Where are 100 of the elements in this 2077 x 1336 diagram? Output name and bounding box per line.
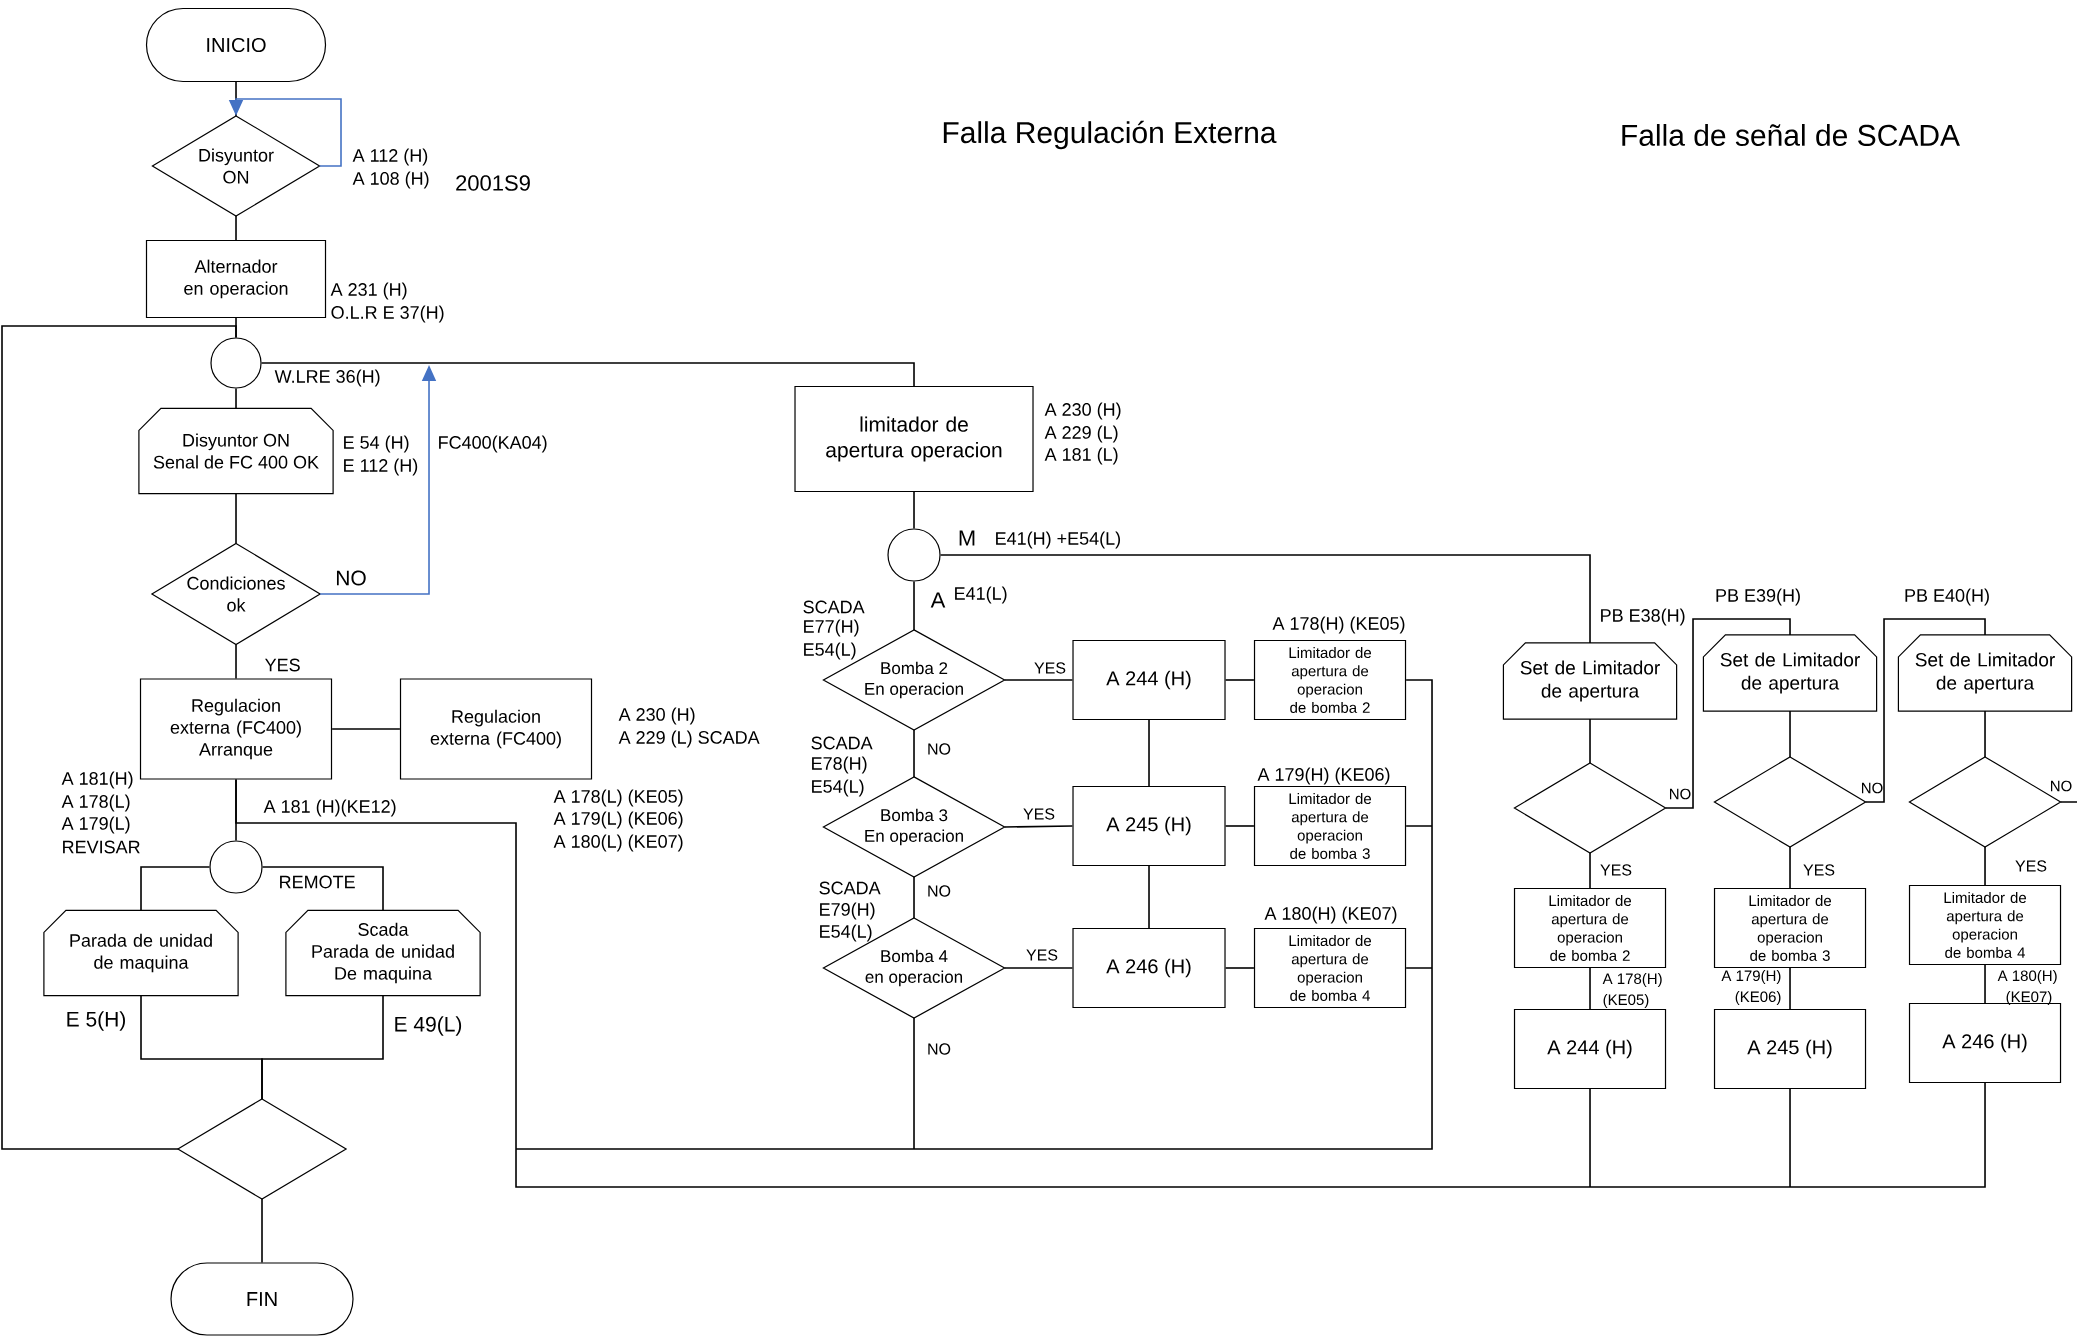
signal-label: E54(L) xyxy=(804,642,856,660)
edge-label: YES xyxy=(1023,808,1055,820)
connector-line xyxy=(235,81,237,117)
signal-label: E41(L) xyxy=(955,586,1007,604)
signal-label: SCADA xyxy=(819,881,881,895)
edge-label: NO xyxy=(337,570,366,586)
connector-line xyxy=(1789,710,1791,758)
connector-line xyxy=(331,728,401,730)
process-box: A 245 (H) xyxy=(1072,785,1226,867)
chamfered-box: Parada de unidad de maquina xyxy=(43,909,239,997)
connector-line xyxy=(261,994,384,1100)
signal-label: PB E38(H) xyxy=(1601,608,1685,626)
connector-line xyxy=(235,492,237,545)
signal-label: A 180(H) xyxy=(1997,970,2057,984)
signal-label: (KE05) xyxy=(1603,994,1649,1008)
signal-label: A 178(H) (KE05) xyxy=(1272,616,1405,634)
signal-label: A 179(H) xyxy=(1721,970,1781,984)
heading: Falla Regulación Externa xyxy=(943,120,1277,150)
edge-label: NO xyxy=(2051,780,2072,792)
signal-label: A 181(H) xyxy=(61,771,133,789)
edge-label: YES xyxy=(1600,864,1632,876)
connector-line xyxy=(1984,964,1986,1004)
connector-line xyxy=(1224,679,1255,681)
connector-line xyxy=(913,729,915,778)
signal-label: A 178(L) xyxy=(61,794,130,812)
connector-line xyxy=(235,679,1986,1188)
connector-line xyxy=(140,866,211,912)
edge-label: YES xyxy=(1026,949,1058,961)
connector-line xyxy=(913,876,915,919)
connector-line xyxy=(261,866,384,912)
heading: Falla de señal de SCADA xyxy=(1622,124,1960,146)
signal-label: W.LRE 36(H) xyxy=(274,369,380,387)
signal-label: FC400(KA04) xyxy=(439,435,547,453)
edge-label: REMOTE xyxy=(280,875,355,889)
signal-label: A 229 (L) SCADA xyxy=(618,730,760,748)
signal-label: A 180(H) (KE07) xyxy=(1264,906,1397,924)
signal-label: A 178(H) xyxy=(1602,973,1662,987)
signal-label: E54(L) xyxy=(820,924,872,942)
connector-line xyxy=(1789,846,1791,889)
process-box: A 244 (H) xyxy=(1513,1008,1667,1090)
connector-line xyxy=(235,643,237,680)
decision-diamond xyxy=(1513,762,1667,854)
edge-label: YES xyxy=(1803,864,1835,876)
connector-line xyxy=(235,387,237,410)
signal-label: A 179(L) xyxy=(61,816,130,834)
connector-circle xyxy=(887,528,941,582)
chamfered-box: Scada Parada de unidad De maquina xyxy=(285,909,481,997)
signal-label: E79(H) xyxy=(820,902,875,920)
process-box: Limitador de apertura de operacion de bomba 4 xyxy=(1908,884,2062,966)
connector-line xyxy=(939,554,1591,644)
chamfered-box: Disyuntor ON Senal de FC 400 OK xyxy=(138,407,334,495)
chamfered-box: Set de Limitador de apertura xyxy=(1502,642,1678,720)
signal-label: PB E39(H) xyxy=(1716,588,1800,606)
signal-label: SCADA xyxy=(803,600,865,614)
edge-label: YES xyxy=(1034,662,1066,674)
connector-line xyxy=(1589,852,1591,889)
connector-line xyxy=(261,1198,263,1264)
connector-line xyxy=(1,325,237,1150)
edge-label: NO xyxy=(1862,782,1883,794)
signal-label: SCADA xyxy=(811,736,873,750)
connector-line xyxy=(1003,967,1074,969)
signal-label: M xyxy=(959,530,975,546)
process-box: Limitador de apertura de operacion de bomba 3 xyxy=(1253,785,1407,867)
connector-line xyxy=(1003,679,1074,681)
edge-label: YES xyxy=(265,658,300,672)
signal-label: A 180(L) (KE07) xyxy=(553,834,683,852)
connector-circle xyxy=(210,337,262,389)
signal-label: E78(H) xyxy=(812,756,867,774)
signal-label: A 230 (H) xyxy=(618,707,695,725)
process-box: Regulacion externa (FC400) xyxy=(399,678,593,780)
signal-label: (KE07) xyxy=(2006,991,2052,1005)
connector-circle xyxy=(209,840,263,894)
signal-label: A 112 (H) xyxy=(352,148,428,166)
edge-label: NO xyxy=(928,1043,951,1055)
signal-label: (KE06) xyxy=(1735,991,1781,1005)
signal-label: A 181 (H)(KE12) xyxy=(263,799,396,817)
process-box: Limitador de apertura de operacion de bomba 2 xyxy=(1253,639,1407,721)
connector-line xyxy=(1589,718,1591,764)
signal-label: A xyxy=(930,592,946,608)
connector-line xyxy=(1864,618,1986,803)
terminator-box: INICIO xyxy=(145,7,327,83)
signal-label: E54(L) xyxy=(812,779,864,797)
chamfered-box: Set de Limitador de apertura xyxy=(1702,634,1878,712)
terminator-box: FIN xyxy=(170,1262,354,1336)
chamfered-box: Set de Limitador de apertura xyxy=(1897,634,2073,712)
connector-line xyxy=(1984,710,1986,758)
process-box: Limitador de apertura de operacion de bomba 2 xyxy=(1513,887,1667,969)
edge-label: NO xyxy=(928,743,951,755)
connector-line xyxy=(913,580,915,631)
connector-line xyxy=(1984,846,1986,886)
process-box: limitador de apertura operacion xyxy=(794,385,1034,493)
edge-label: E 5(H) xyxy=(67,1011,125,1031)
connector-line xyxy=(1003,825,1074,828)
connector-line xyxy=(913,491,915,530)
signal-label: O.L.R E 37(H) xyxy=(331,305,444,323)
connector-line xyxy=(1664,618,1791,809)
process-box: A 246 (H) xyxy=(1072,927,1226,1009)
process-box: A 244 (H) xyxy=(1072,639,1226,721)
signal-label: A 178(L) (KE05) xyxy=(553,789,683,807)
signal-label: A 179(L) (KE06) xyxy=(553,811,683,829)
